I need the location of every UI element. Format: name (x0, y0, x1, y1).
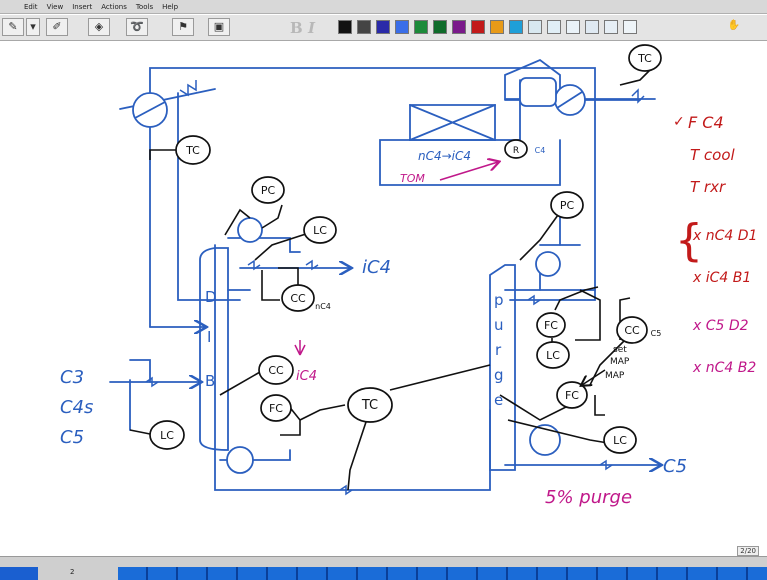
checkmark-icon: ✓ (673, 114, 685, 130)
menu-insert[interactable]: Insert (72, 3, 92, 11)
status-page: 2 (70, 568, 74, 576)
set-map-labels: set MAP MAP (605, 345, 630, 381)
color-swatch[interactable] (376, 20, 390, 34)
color-swatch[interactable] (509, 20, 523, 34)
stream-c5-out: C5 (663, 456, 687, 477)
color-swatch[interactable] (547, 20, 561, 34)
set-label: set (613, 345, 627, 355)
r-reactor-label: R (513, 146, 519, 156)
feed-c4s: C4s (60, 397, 93, 418)
reactor-input-label: TOM (400, 172, 425, 185)
map-label-2: MAP (605, 371, 625, 381)
var-t-rxr: T rxr (690, 178, 726, 196)
page-indicator: 2/20 (737, 546, 759, 556)
var-x-nc4-b2: x nC4 B2 (692, 360, 756, 376)
menu-help[interactable]: Help (162, 3, 178, 11)
bold-button[interactable]: B (290, 19, 303, 37)
select-icon[interactable]: ▣ (208, 18, 230, 36)
pc-right-label: PC (560, 199, 575, 212)
cc-mid-ic4-note: iC4 (296, 369, 317, 384)
column2-letter-p: p (494, 291, 504, 309)
color-swatch[interactable] (338, 20, 352, 34)
column1-letter-b: B (205, 372, 215, 390)
highlighter-icon[interactable]: ✐ (46, 18, 68, 36)
variables-list: ✓ F C4 T cool T rxr { x nC4 D1 x iC4 B1 … (673, 113, 757, 376)
cc-right-sub: C5 (651, 329, 662, 338)
feed-c3: C3 (60, 367, 84, 388)
color-swatch[interactable] (395, 20, 409, 34)
toolbar: ✎ ▾ ✐ ◈ ➰ ⚑ ▣ B I ✋ (0, 15, 767, 41)
color-swatch[interactable] (623, 20, 637, 34)
stream-ic4-out: iC4 (362, 257, 391, 278)
var-f-c4: F C4 (688, 113, 724, 132)
lc-left-bottom-label: LC (160, 429, 174, 442)
lc-right-label: LC (546, 349, 560, 362)
menu-bar: Edit View Insert Actions Tools Help (0, 0, 767, 14)
pc-left-label: PC (261, 184, 276, 197)
italic-button[interactable]: I (308, 19, 315, 37)
color-swatch[interactable] (414, 20, 428, 34)
feed-c5: C5 (60, 427, 84, 448)
cc-mid-label: CC (268, 364, 284, 377)
pen-icon[interactable]: ✎ (2, 18, 24, 36)
pan-icon[interactable]: ✋ (722, 18, 746, 36)
magenta-annotations: iC4 TOM 5% purge (295, 162, 632, 508)
menu-edit[interactable]: Edit (24, 3, 38, 11)
column-letters: D I B p u r g e (205, 288, 504, 409)
lc-left-top-label: LC (313, 224, 327, 237)
fc-right-bottom-label: FC (565, 389, 579, 402)
valves (146, 80, 644, 494)
var-t-cool: T cool (690, 146, 736, 164)
eraser-icon[interactable]: ◈ (88, 18, 110, 36)
column2-letter-u: u (494, 316, 504, 334)
control-lines (130, 70, 650, 490)
color-swatch[interactable] (604, 20, 618, 34)
insert-space-icon[interactable]: ⚑ (172, 18, 194, 36)
tc-left-label: TC (185, 144, 200, 157)
column1-letter-i: I (207, 328, 211, 346)
column1-letter-d: D (205, 288, 217, 306)
color-swatch[interactable] (357, 20, 371, 34)
menu-actions[interactable]: Actions (101, 3, 127, 11)
process-diagram: D I B p u r g e C3 C4s C5 iC4 C5 nC4→iC4 (0, 41, 767, 551)
menu-tools[interactable]: Tools (136, 3, 153, 11)
lc-right-bottom-label: LC (613, 434, 627, 447)
column2-letter-r: r (495, 341, 502, 359)
var-x-c5-d2: x C5 D2 (692, 318, 749, 334)
fc-right-label: FC (544, 319, 558, 332)
r-sub-label: C4 (535, 146, 546, 155)
map-label: MAP (610, 357, 630, 367)
color-swatch[interactable] (452, 20, 466, 34)
pen-dropdown-icon[interactable]: ▾ (26, 18, 40, 36)
color-swatch[interactable] (566, 20, 580, 34)
cc-left-label: CC (290, 292, 306, 305)
purge-note: 5% purge (545, 487, 632, 508)
drawing-canvas[interactable]: D I B p u r g e C3 C4s C5 iC4 C5 nC4→iC4 (0, 41, 767, 551)
color-swatch[interactable] (433, 20, 447, 34)
status-bar: 2 (0, 556, 767, 580)
tc-top-label: TC (637, 52, 652, 65)
page-nav-button[interactable] (0, 567, 38, 580)
cc-left-sub: nC4 (315, 302, 331, 311)
cc-right-label: CC (624, 324, 640, 337)
reaction-label: nC4→iC4 (418, 149, 471, 163)
color-swatch[interactable] (490, 20, 504, 34)
horizontal-scrollbar[interactable] (118, 567, 767, 580)
tc-center-label: TC (361, 398, 378, 413)
var-x-nc4-d1: x nC4 D1 (692, 228, 757, 244)
fc-left-label: FC (269, 402, 283, 415)
color-swatch[interactable] (585, 20, 599, 34)
column2-letter-g: g (494, 366, 504, 384)
column2-letter-e: e (494, 391, 503, 409)
menu-view[interactable]: View (47, 3, 64, 11)
lasso-icon[interactable]: ➰ (126, 18, 148, 36)
color-swatch[interactable] (528, 20, 542, 34)
color-swatch[interactable] (471, 20, 485, 34)
var-x-ic4-b1: x iC4 B1 (692, 270, 751, 286)
